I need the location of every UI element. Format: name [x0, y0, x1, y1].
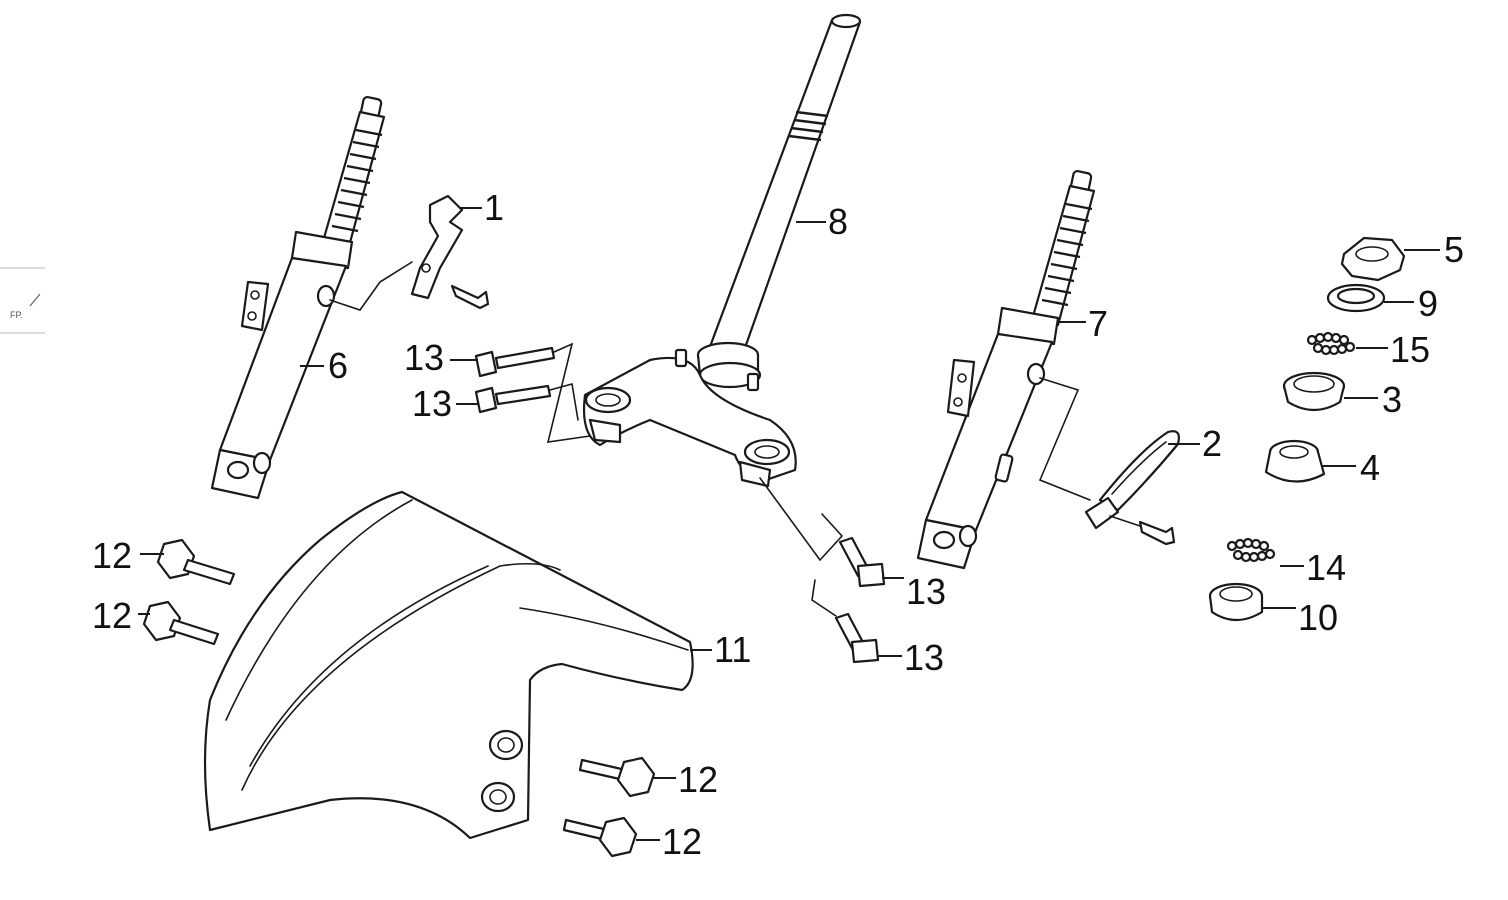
callout-8: 8: [828, 201, 848, 242]
callout-4: 4: [1360, 447, 1380, 488]
corner-mark: FP.: [0, 267, 45, 334]
leader-lines: [138, 207, 1440, 841]
callout-5: 5: [1444, 229, 1464, 270]
callout-labels: 1 2 3 4 5 6 7 8 9 10 11 12 12 12 12 13 1…: [92, 187, 1464, 862]
callout-15: 15: [1390, 329, 1430, 370]
callout-13-upper: 13: [404, 337, 444, 378]
callout-1: 1: [484, 187, 504, 228]
callout-12-lower-left: 12: [92, 595, 132, 636]
callout-12-upper-right: 12: [678, 759, 718, 800]
callout-11: 11: [714, 629, 751, 670]
fender-bolts: [142, 538, 656, 858]
stem-thread-icon: [788, 110, 829, 142]
left-fork-spring-icon: [331, 128, 383, 233]
ball-bearings-upper-icon: [1306, 331, 1356, 356]
callout-12-upper-left: 12: [92, 535, 132, 576]
callout-9: 9: [1418, 283, 1438, 324]
headset-stack: [1208, 236, 1406, 622]
callout-10: 10: [1298, 597, 1338, 638]
steering-stem: [582, 13, 862, 488]
corner-mark-text: FP.: [10, 310, 23, 320]
callout-12-lower-right: 12: [662, 821, 702, 862]
callout-3: 3: [1382, 379, 1402, 420]
front-fender: [203, 490, 694, 840]
left-fork-leg: [210, 95, 386, 500]
callout-7: 7: [1088, 303, 1108, 344]
callout-13-third: 13: [906, 571, 946, 612]
ball-bearings-lower-icon: [1226, 537, 1276, 563]
brake-hose-clip: [1084, 430, 1180, 546]
callout-13-second: 13: [412, 383, 452, 424]
stem-bolts: [474, 342, 886, 664]
right-fork-leg: [916, 169, 1096, 570]
callout-2: 2: [1202, 423, 1222, 464]
callout-13-lower: 13: [904, 637, 944, 678]
right-fork-spring-icon: [1041, 202, 1093, 307]
callout-14: 14: [1306, 547, 1346, 588]
callout-6: 6: [328, 345, 348, 386]
brake-hose-bracket: [329, 194, 490, 311]
